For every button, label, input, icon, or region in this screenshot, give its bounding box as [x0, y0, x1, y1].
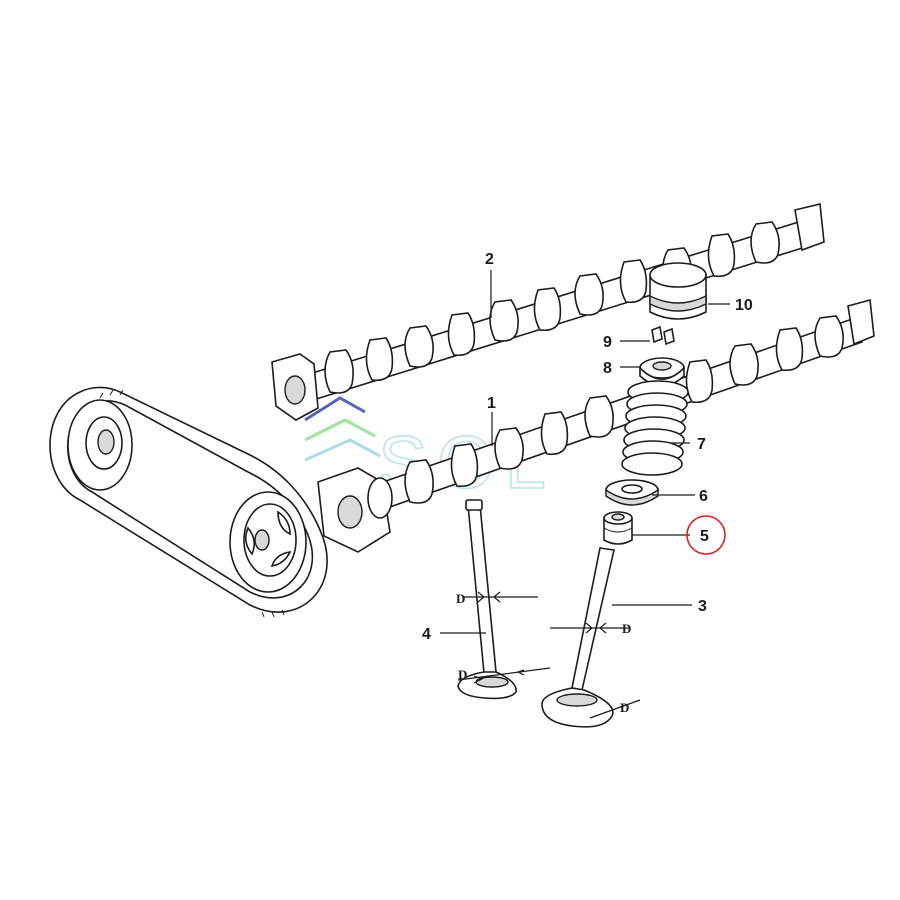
- intake-valve: [541, 547, 615, 728]
- bucket-tappet: [649, 262, 707, 320]
- valve-stem-seal: [603, 511, 633, 545]
- exhaust-valve: [457, 499, 517, 700]
- highlight-circle: [686, 515, 726, 555]
- callout-7: 7: [697, 436, 706, 453]
- callout-4: 4: [422, 626, 431, 643]
- dimension-label-d1: D: [456, 591, 465, 606]
- valve-collets: [651, 325, 675, 346]
- callout-2: 2: [485, 251, 494, 268]
- dimension-marks: D D D D: [456, 591, 641, 719]
- callout-3: 3: [698, 598, 707, 615]
- dimension-label-d3: D: [458, 667, 467, 682]
- leader-lines: [440, 270, 730, 634]
- callout-6: 6: [699, 488, 708, 505]
- callout-labels: 2 1 10 9 8 7 6 5 3 4: [422, 251, 753, 643]
- valve-spring: [621, 380, 689, 476]
- callout-9: 9: [603, 334, 612, 351]
- timing-belt-assembly: [49, 386, 328, 618]
- dimension-label-d4: D: [620, 700, 629, 715]
- callout-10: 10: [735, 297, 753, 314]
- callout-1: 1: [487, 395, 496, 412]
- callout-5: 5: [700, 528, 709, 545]
- camshaft-lower: [317, 298, 875, 553]
- spring-seat: [605, 479, 659, 506]
- dimension-label-d2: D: [622, 621, 631, 636]
- callout-8: 8: [603, 360, 612, 377]
